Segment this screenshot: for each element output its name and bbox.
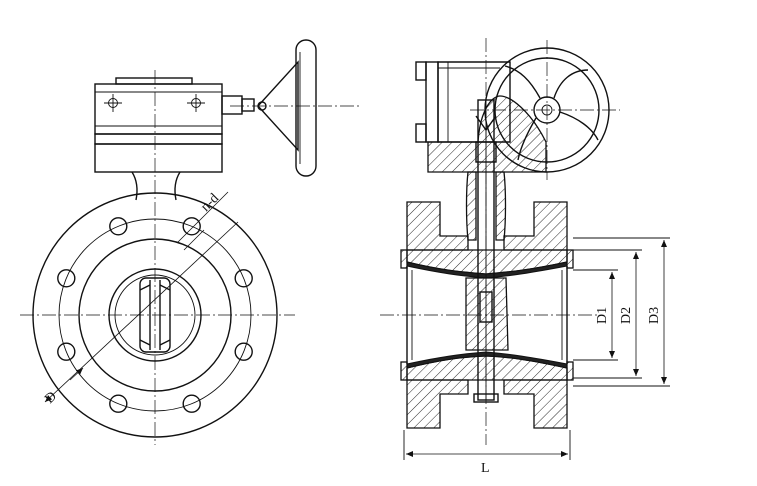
label-d2: D2 [619, 307, 634, 324]
front-view: n-d D [20, 39, 360, 445]
label-d3: D3 [647, 307, 662, 324]
top-plate [94, 133, 223, 145]
bolt-hole [182, 394, 201, 413]
handwheel-side [257, 39, 317, 177]
bolt-hole [109, 394, 128, 413]
bolt-hole [109, 217, 128, 236]
bolt-hole [57, 342, 76, 361]
bolt-hole [234, 269, 253, 288]
section-view: D1 D2 D3 L [380, 38, 670, 476]
bolt-hole [182, 217, 201, 236]
mounting-flange [94, 143, 223, 173]
leader-n-d-a [177, 221, 199, 243]
leader-n-d [197, 191, 229, 223]
bolt-hole [57, 269, 76, 288]
dim-line-d [44, 221, 239, 403]
top-bonnet [427, 95, 547, 173]
neck-right-section [495, 171, 507, 241]
disc-hub-section [465, 277, 509, 351]
body-bottom-right [503, 379, 568, 429]
neck-left [131, 171, 138, 201]
label-d1: D1 [595, 307, 610, 324]
label-l: L [481, 461, 490, 476]
body-bottom-left [406, 379, 469, 429]
dim-arrow-d [69, 367, 84, 381]
neck-right [174, 171, 181, 201]
neck-left-section [465, 171, 477, 241]
body-top-right [503, 201, 568, 251]
lip-bl [400, 361, 408, 381]
leader-n-d-b [183, 229, 205, 251]
lip-br [566, 361, 574, 381]
body-top-left [406, 201, 469, 251]
bolt-holes [57, 217, 253, 413]
lip-tl [400, 249, 408, 269]
label-d: D [42, 389, 60, 407]
lip-tr [566, 249, 574, 269]
bolt-hole [234, 342, 253, 361]
